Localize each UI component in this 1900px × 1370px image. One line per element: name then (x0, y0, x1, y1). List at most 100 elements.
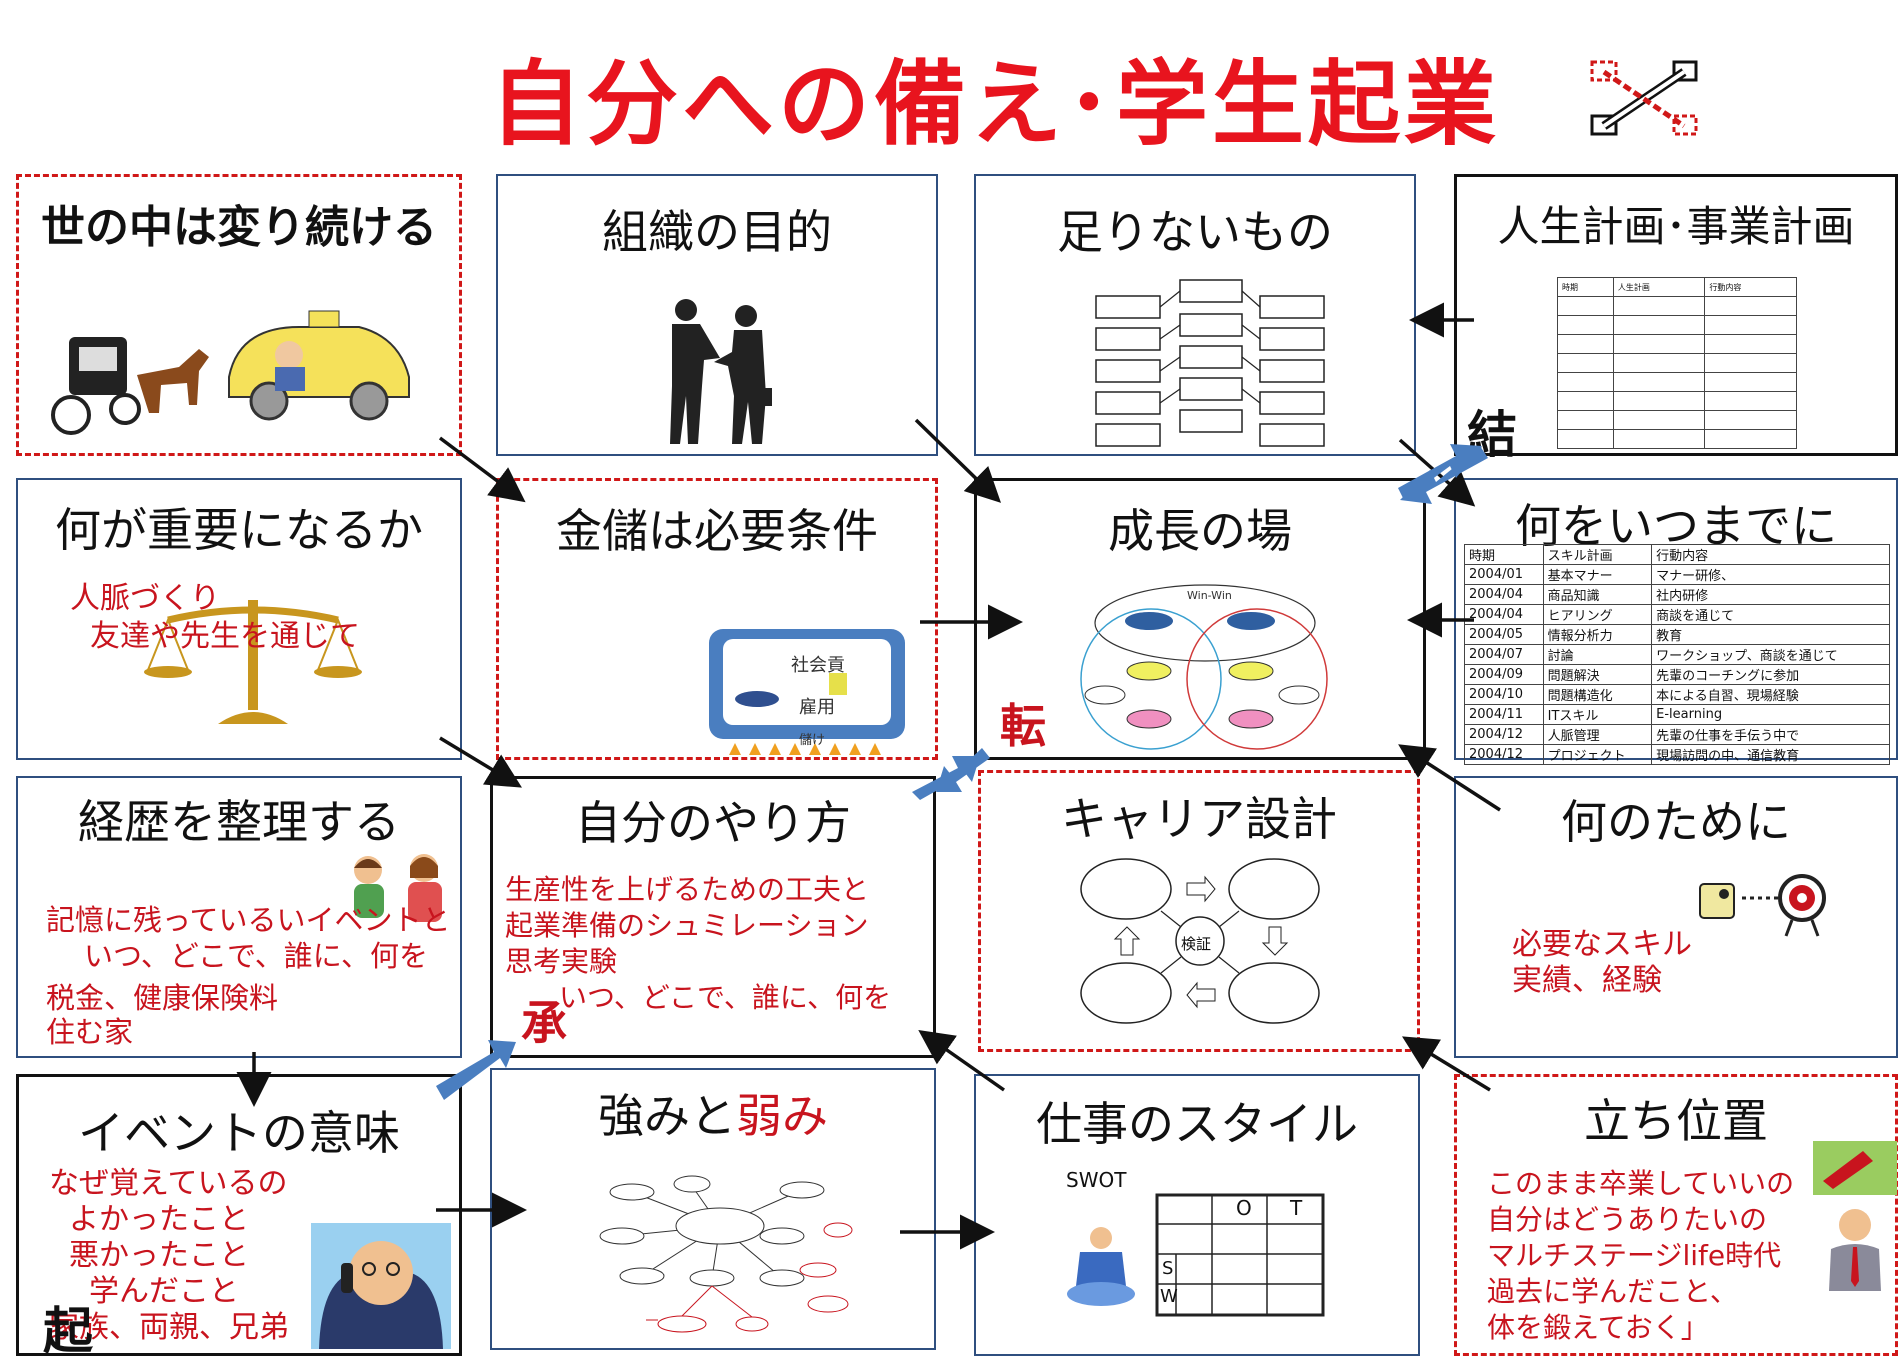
table-cell: 問題解決 (1542, 664, 1653, 685)
position-line: マルチステージlife時代 (1487, 1239, 1782, 1272)
money-label: 儲け (799, 733, 826, 748)
meditating-person-icon (1067, 1227, 1135, 1306)
table-cell: 2004/04 (1464, 584, 1544, 605)
mindmap-diagram (599, 1175, 853, 1333)
myway-line: 思考実験 (505, 945, 618, 978)
panel-growth-place: 成長の場 Win-Win (974, 478, 1426, 760)
panel-money: 金儲は必要条件 社会貢 雇用 儲け (496, 478, 938, 760)
history-line: 税金、健康保険料 (46, 981, 279, 1015)
position-line: 過去に学んだこと、 (1487, 1275, 1738, 1308)
taxi-icon (228, 310, 410, 421)
panel-heading: キャリア設計 (1061, 792, 1337, 846)
important-line: 友達や先生を通じて (90, 619, 360, 654)
panel-heading: 立ち位置 (1584, 1094, 1768, 1148)
money-label: 社会貢 (791, 655, 845, 676)
panel-history: 経歴を整理する 記憶に残っているいイベントと いつ、どこで、誰に、何を 税金、健… (16, 776, 462, 1058)
businessman-icon (1813, 1141, 1897, 1291)
table-cell: ヒアリング (1542, 604, 1653, 625)
swot-s: S (1162, 1258, 1174, 1279)
swot-w: W (1160, 1286, 1178, 1307)
history-line: いつ、どこで、誰に、何を (84, 939, 428, 973)
panel-heading: 金儲は必要条件 (556, 504, 878, 558)
panel-heading: 世の中は変り続ける (41, 202, 437, 253)
panel-heading: イベントの意味 (78, 1106, 400, 1160)
flow-diagram (1095, 279, 1325, 447)
event-line: 学んだこと (89, 1274, 239, 1309)
position-line: 体を鍛えておく」 (1487, 1311, 1709, 1344)
panel-heading: 強みと弱み (492, 1080, 934, 1146)
strength-heading-red: 弱み (736, 1089, 828, 1143)
event-line: 家族、両親、兄弟 (49, 1310, 289, 1345)
myway-line: 生産性を上げるための工夫と (505, 873, 870, 906)
venn-label: Win-Win (1187, 589, 1232, 602)
children-icon (354, 854, 442, 922)
panel-org-purpose: 組織の目的 (496, 174, 938, 456)
table-cell: マナー研修、 (1651, 564, 1890, 585)
table-cell: 商品知識 (1542, 584, 1653, 605)
career-cycle-diagram (1080, 858, 1320, 1024)
venn-diagram (1080, 584, 1328, 750)
table-cell: ワークショップ、商談を通じて (1651, 644, 1890, 665)
panel-missing: 足りないもの (974, 174, 1416, 456)
table-cell: 社内研修 (1651, 584, 1890, 605)
money-label: 雇用 (799, 697, 835, 718)
position-line: このまま卒業していいの (1487, 1167, 1795, 1200)
panel-what-important: 何が重要になるか 人脈づくり 友達や先生を通じて (16, 478, 462, 760)
expand-icon (1590, 60, 1698, 136)
myway-line: いつ、どこで、誰に、何を (559, 981, 892, 1014)
table-cell: 2004/04 (1464, 604, 1544, 625)
panel-heading: 仕事のスタイル (1036, 1097, 1358, 1151)
table-cell: プロジェクト (1542, 744, 1653, 765)
table-cell: 2004/12 (1464, 724, 1544, 745)
marker-ki: 起 (43, 1302, 93, 1360)
important-line: 人脈づくり (70, 581, 220, 616)
swot-grid (1155, 1193, 1325, 1317)
why-line: 実績、経験 (1512, 963, 1662, 998)
panel-heading: 自分のやり方 (575, 796, 851, 850)
table-cell: 商談を通じて (1651, 604, 1890, 625)
panel-heading: 何のために (1561, 795, 1791, 849)
scale-icon (144, 600, 362, 724)
panel-heading: 何が重要になるか (55, 503, 423, 557)
table-cell: 情報分析力 (1542, 624, 1653, 645)
table-cell: 教育 (1651, 624, 1890, 645)
panel-for-what: 何のために 必要なスキル 実績、経験 (1454, 776, 1898, 1058)
event-line: なぜ覚えているの (49, 1166, 288, 1201)
panel-world-changes: 世の中は変り続ける (16, 174, 462, 456)
page-title: 自分への備え･学生起業 (490, 51, 1501, 158)
event-line: よかったこと (69, 1202, 249, 1237)
panel-heading: 人生計画･事業計画 (1497, 202, 1855, 251)
history-line: 住む家 (46, 1015, 134, 1049)
myway-line: 起業準備のシュミレーション (505, 909, 869, 942)
plan-table: 時期人生計画行動内容 (1557, 277, 1797, 449)
table-cell: 2004/05 (1464, 624, 1544, 645)
money-diagram (709, 629, 905, 755)
table-header: スキル計画 (1542, 544, 1653, 565)
panel-heading: 足りないもの (1057, 205, 1333, 259)
panel-strengths: 強みと弱み (490, 1068, 936, 1350)
table-cell: 2004/12 (1464, 744, 1544, 765)
panel-position: 立ち位置 このまま卒業していいの 自分はどうありたいの マルチステージlife時… (1454, 1074, 1898, 1356)
panel-heading: 経歴を整理する (78, 795, 400, 849)
table-cell: 基本マナー (1542, 564, 1653, 585)
table-cell: 2004/10 (1464, 684, 1544, 705)
panel-life-plan: 人生計画･事業計画 時期人生計画行動内容 結 (1454, 174, 1898, 464)
panel-work-style: 仕事のスタイル SWOT O T S W (974, 1074, 1420, 1356)
table-cell: 現場訪問の中、通信教育 (1651, 744, 1890, 765)
table-cell: 2004/09 (1464, 664, 1544, 685)
panel-career-design: キャリア設計 検証 (978, 770, 1420, 1052)
carriage-icon (51, 337, 209, 435)
strength-heading-black: 強みと (598, 1089, 736, 1143)
target-icon (1699, 874, 1826, 937)
panel-heading: 成長の場 (1108, 504, 1292, 558)
